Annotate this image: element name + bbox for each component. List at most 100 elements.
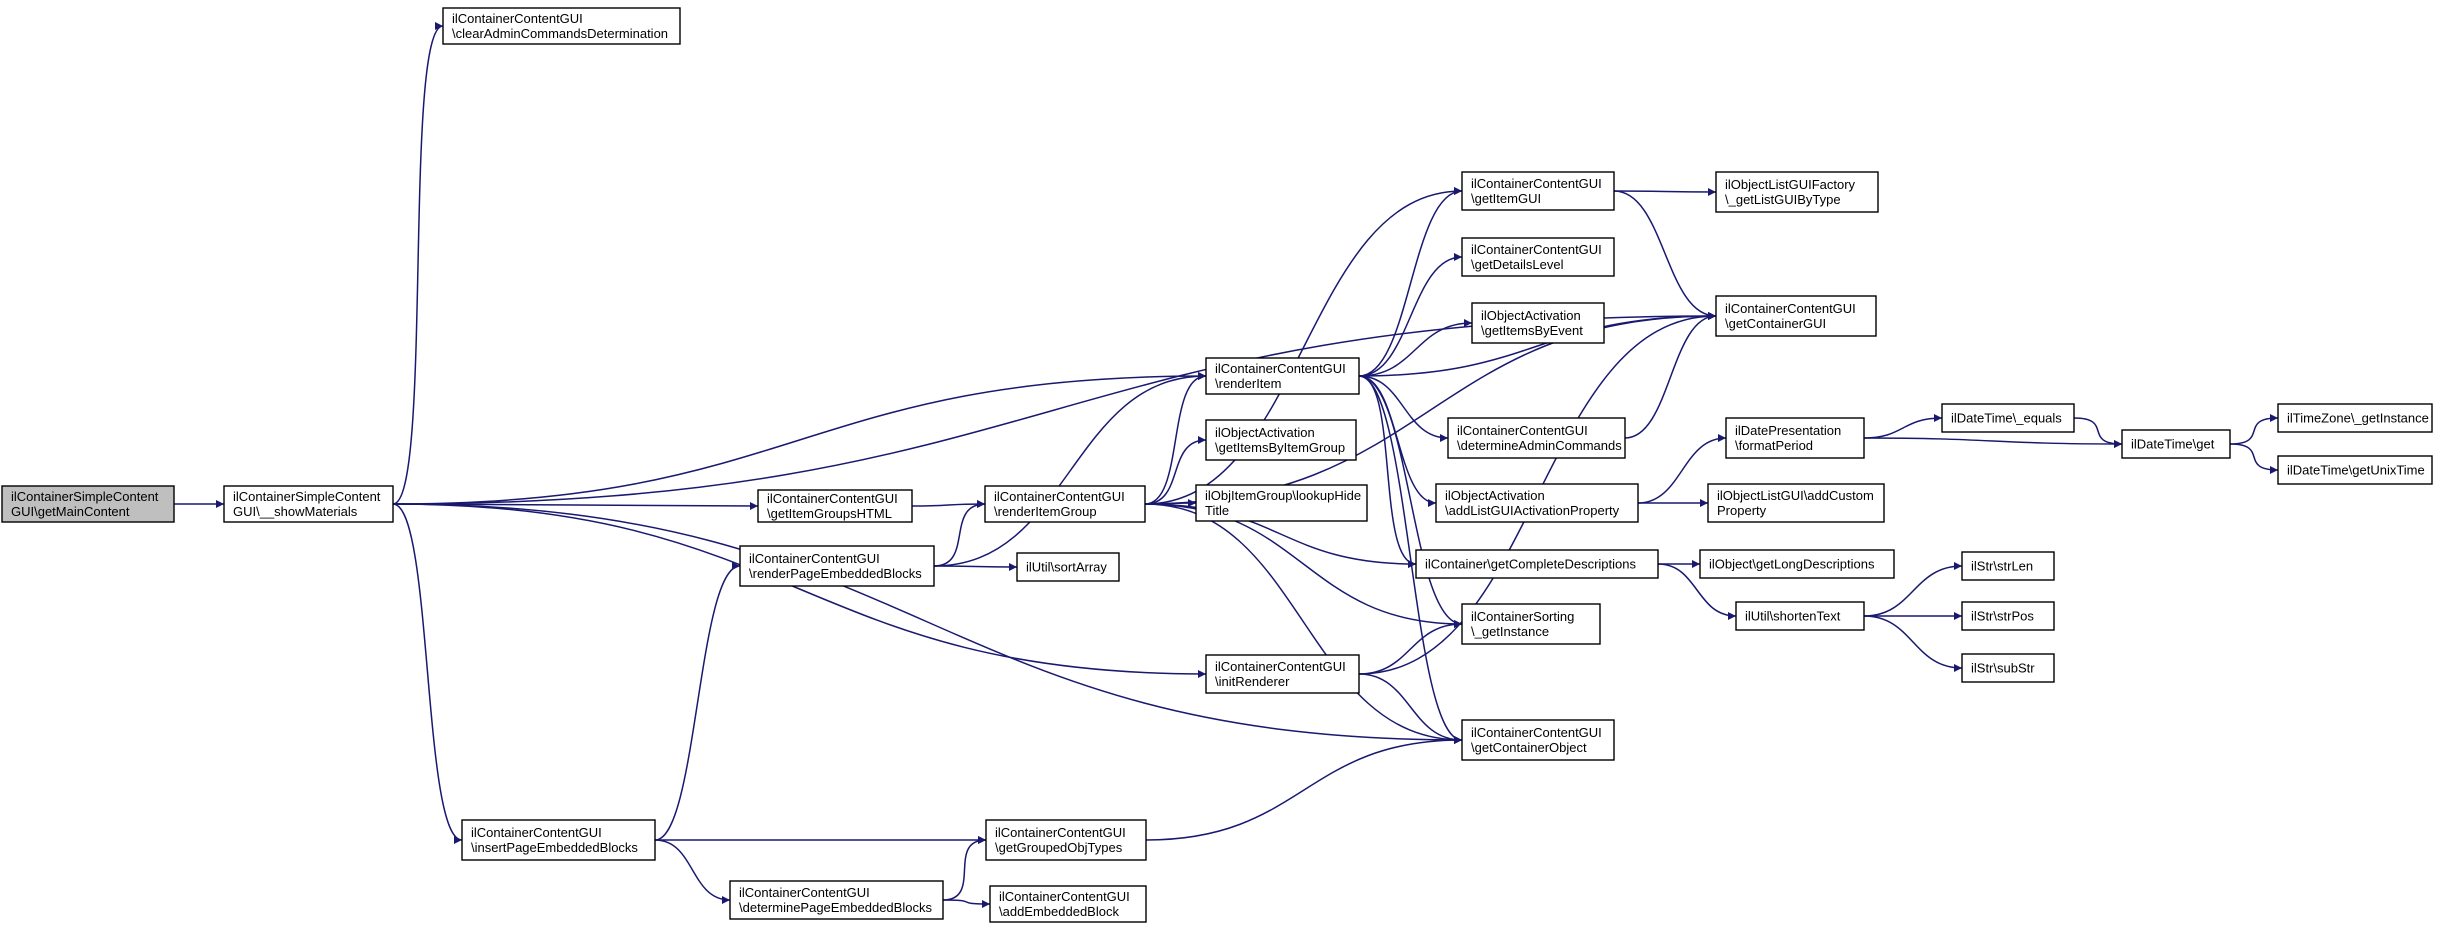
- node-shorten-text[interactable]: ilUtil\shortenText: [1735, 601, 1865, 631]
- node-get-item-groups-html[interactable]: ilContainerContentGUI\getItemGroupsHTML: [757, 489, 913, 523]
- node-str-len[interactable]: ilStr\strLen: [1961, 551, 2055, 581]
- node-label: GUI\__showMaterials: [233, 504, 358, 519]
- node-get-container-gui[interactable]: ilContainerContentGUI\getContainerGUI: [1715, 295, 1877, 337]
- edge-show-to-clear: [392, 22, 444, 505]
- edge-insert-page-embedded-to-render-page-embedded: [654, 562, 741, 841]
- node-render-page-embedded[interactable]: ilContainerContentGUI\renderPageEmbedded…: [739, 545, 935, 587]
- node-label: \renderItem: [1215, 376, 1281, 391]
- node-label: \getItemGUI: [1471, 191, 1541, 206]
- node-get-grouped-obj-types[interactable]: ilContainerContentGUI\getGroupedObjTypes: [985, 819, 1147, 861]
- node-box: [1941, 403, 2075, 433]
- node-label: ilContainerContentGUI: [471, 825, 602, 840]
- edge-render-item-group-to-render-item: [1144, 372, 1207, 505]
- node-label: ilContainerContentGUI: [1471, 242, 1602, 257]
- node-label: ilContainerContentGUI: [999, 889, 1130, 904]
- node-box: [729, 880, 944, 920]
- node-box: [984, 485, 1146, 523]
- node-label: \getItemsByEvent: [1481, 323, 1583, 338]
- edge-layer: [174, 22, 2279, 908]
- node-get-items-by-item-group[interactable]: ilObjectActivation\getItemsByItemGroup: [1205, 419, 1357, 461]
- edge-format-period-to-dt-get: [1863, 437, 2123, 448]
- edge-render-page-embedded-to-render-item: [933, 372, 1207, 567]
- node-box: [1961, 601, 2055, 631]
- node-insert-page-embedded[interactable]: ilContainerContentGUI\insertPageEmbedded…: [461, 819, 656, 861]
- node-label: Title: [1205, 503, 1229, 518]
- node-box: [1725, 417, 1865, 459]
- node-determine-admin-commands[interactable]: ilContainerContentGUI\determineAdminComm…: [1447, 417, 1626, 459]
- node-get-complete-descriptions[interactable]: ilContainer\getCompleteDescriptions: [1415, 549, 1659, 579]
- node-label: ilObject\getLongDescriptions: [1709, 557, 1875, 572]
- node-get-unix-time[interactable]: ilDateTime\getUnixTime: [2277, 455, 2433, 485]
- node-get-items-by-event[interactable]: ilObjectActivation\getItemsByEvent: [1471, 302, 1605, 344]
- node-box: [989, 885, 1147, 923]
- edge-show-to-get-container-gui: [392, 312, 1717, 505]
- node-label: ilDateTime\getUnixTime: [2287, 463, 2425, 478]
- node-label: \getGroupedObjTypes: [995, 840, 1123, 855]
- node-dt-equals[interactable]: ilDateTime\_equals: [1941, 403, 2075, 433]
- node-sub-str[interactable]: ilStr\subStr: [1961, 653, 2055, 683]
- edge-init-renderer-to-get-container-object: [1358, 673, 1463, 744]
- node-add-embedded-block[interactable]: ilContainerContentGUI\addEmbeddedBlock: [989, 885, 1147, 923]
- node-sorting-get-instance[interactable]: ilContainerSorting\_getInstance: [1461, 603, 1601, 645]
- node-label: ilContainerContentGUI: [1471, 176, 1602, 191]
- node-get-details-level[interactable]: ilContainerContentGUI\getDetailsLevel: [1461, 237, 1615, 277]
- node-label: \getItemsByItemGroup: [1215, 440, 1345, 455]
- edge-show-to-render-item: [392, 372, 1207, 505]
- node-box: [223, 485, 394, 523]
- node-dt-get[interactable]: ilDateTime\get: [2121, 429, 2231, 459]
- node-box: [1016, 552, 1120, 582]
- node-root[interactable]: ilContainerSimpleContentGUI\getMainConte…: [1, 485, 175, 523]
- node-tz-get-instance[interactable]: ilTimeZone\_getInstance: [2277, 403, 2433, 433]
- edge-render-item-to-sorting-get-instance: [1358, 375, 1463, 628]
- edge-show-to-get-item-groups-html: [392, 501, 759, 510]
- node-label: ilContainerContentGUI: [767, 491, 898, 506]
- node-label: ilObjectActivation: [1481, 308, 1581, 323]
- node-render-item-group[interactable]: ilContainerContentGUI\renderItemGroup: [984, 485, 1146, 523]
- edge-show-to-get-container-object: [392, 503, 1463, 744]
- node-label: ilDateTime\get: [2131, 437, 2215, 452]
- node-label: \renderItemGroup: [994, 504, 1097, 519]
- node-box: [1205, 654, 1360, 694]
- node-label: GUI\getMainContent: [11, 504, 130, 519]
- node-box: [1735, 601, 1865, 631]
- node-sort-array[interactable]: ilUtil\sortArray: [1016, 552, 1120, 582]
- node-get-container-object[interactable]: ilContainerContentGUI\getContainerObject: [1461, 719, 1615, 761]
- node-box: [442, 7, 681, 45]
- node-label: ilContainerContentGUI: [994, 489, 1125, 504]
- node-get-item-gui[interactable]: ilContainerContentGUI\getItemGUI: [1461, 171, 1615, 211]
- node-str-pos[interactable]: ilStr\strPos: [1961, 601, 2055, 631]
- node-label: ilObjectActivation: [1215, 425, 1315, 440]
- node-box: [1415, 549, 1659, 579]
- node-box: [1, 485, 175, 523]
- node-label: Property: [1717, 503, 1767, 518]
- node-box: [1205, 357, 1360, 395]
- edge-render-item-to-determine-admin-commands: [1358, 375, 1449, 442]
- node-box: [2277, 403, 2433, 433]
- node-render-item[interactable]: ilContainerContentGUI\renderItem: [1205, 357, 1360, 395]
- edge-dt-equals-to-dt-get: [2073, 417, 2123, 448]
- node-determine-page-embedded[interactable]: ilContainerContentGUI\determinePageEmbed…: [729, 880, 944, 920]
- edge-render-item-to-get-details-level: [1358, 253, 1463, 377]
- node-format-period[interactable]: ilDatePresentation\formatPeriod: [1725, 417, 1865, 459]
- edge-render-item-group-to-get-items-by-item-group: [1144, 436, 1207, 505]
- node-label: \getContainerGUI: [1725, 316, 1826, 331]
- node-init-renderer[interactable]: ilContainerContentGUI\initRenderer: [1205, 654, 1360, 694]
- edge-determine-admin-commands-to-get-container-gui: [1624, 312, 1717, 439]
- edge-render-item-to-get-item-gui: [1358, 187, 1463, 377]
- node-add-list-guiactivation[interactable]: ilObjectActivation\addListGUIActivationP…: [1435, 483, 1639, 523]
- node-box: [1461, 237, 1615, 277]
- node-label: ilContainerContentGUI: [995, 825, 1126, 840]
- node-label: ilStr\strPos: [1971, 609, 2034, 624]
- node-box: [1471, 302, 1605, 344]
- edge-render-item-to-get-container-gui: [1358, 312, 1717, 377]
- node-show[interactable]: ilContainerSimpleContentGUI\__showMateri…: [223, 485, 394, 523]
- node-get-long-descriptions[interactable]: ilObject\getLongDescriptions: [1699, 549, 1895, 579]
- edge-show-to-insert-page-embedded: [392, 503, 463, 844]
- node-clear[interactable]: ilContainerContentGUI\clearAdminCommands…: [442, 7, 681, 45]
- node-label: ilObjectListGUIFactory: [1725, 177, 1856, 192]
- node-label: \getContainerObject: [1471, 740, 1587, 755]
- node-list-guifactory[interactable]: ilObjectListGUIFactory\_getListGUIByType: [1715, 171, 1879, 213]
